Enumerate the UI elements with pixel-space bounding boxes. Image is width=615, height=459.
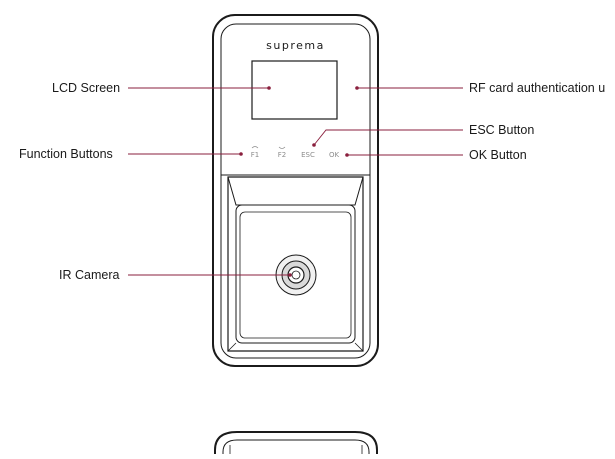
leader-rf-card-dot	[355, 86, 359, 90]
label-rf-card-authentication: RF card authentication u	[469, 81, 606, 95]
f1-key-arc-icon	[251, 146, 259, 149]
label-ok-button: OK Button	[469, 148, 527, 162]
leader-function-dot	[239, 152, 243, 156]
leader-lcd-dot	[267, 86, 271, 90]
brand-logo: suprema	[266, 39, 325, 52]
label-function-buttons: Function Buttons	[19, 147, 113, 161]
leader-esc	[313, 129, 463, 146]
leader-lines	[128, 86, 463, 277]
scan-area-corner-bl	[227, 342, 237, 352]
f1-key: F1	[251, 151, 259, 159]
scan-area-inner	[235, 204, 356, 344]
second-device-outer-shell	[214, 431, 378, 454]
lcd-screen	[251, 60, 338, 120]
label-ir-camera: IR Camera	[59, 268, 120, 282]
leader-ok-dot	[345, 153, 349, 157]
esc-key: ESC	[301, 151, 315, 159]
scan-area-corner-br	[354, 342, 364, 352]
f2-key: F2	[278, 151, 286, 159]
scan-area-top-bevel	[227, 176, 364, 206]
device-outer-shell	[212, 14, 379, 367]
ok-key: OK	[329, 151, 340, 159]
label-esc-button: ESC Button	[469, 123, 535, 137]
ir-camera-pupil	[291, 270, 301, 280]
label-lcd-screen: LCD Screen	[52, 81, 121, 95]
device-inner-bezel	[220, 23, 371, 359]
leader-ir-camera-dot	[288, 273, 292, 277]
f2-key-arc-icon	[278, 146, 286, 149]
second-device-inner-bezel	[222, 439, 370, 454]
leader-esc-dot	[312, 143, 316, 147]
